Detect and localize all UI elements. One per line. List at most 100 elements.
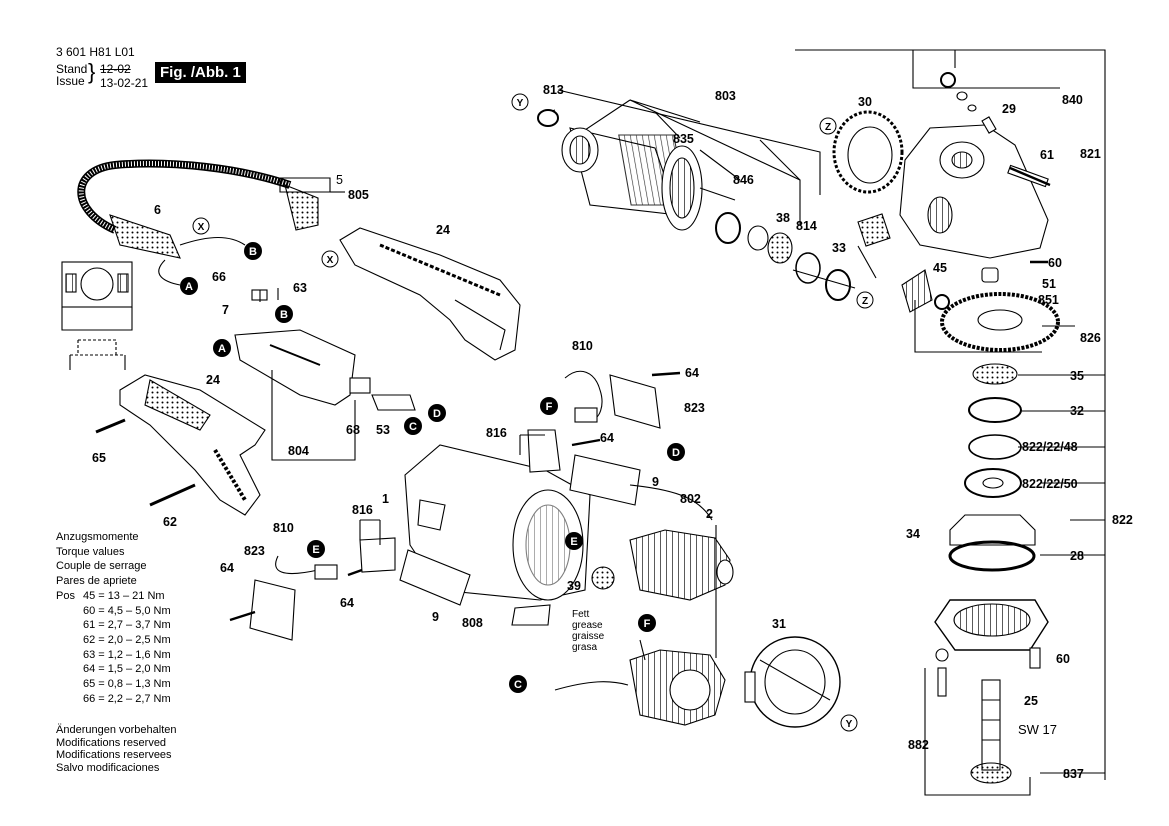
callout-y: Y: [840, 714, 858, 732]
part-number: 65: [92, 451, 106, 465]
part-number: 851: [1038, 293, 1059, 307]
part-number: 51: [1042, 277, 1056, 291]
part-number: 60: [1056, 652, 1070, 666]
table-row: 66= 2,2 – 2,7 Nm: [56, 692, 174, 707]
callout-a: A: [213, 339, 231, 357]
callout-y: Y: [511, 93, 529, 111]
torque-heading-en: Torque values: [56, 545, 125, 558]
part-number: 2: [706, 507, 713, 521]
torque-range: 0,8 – 1,3 Nm: [107, 678, 171, 691]
callout-d: D: [428, 404, 446, 422]
svg-text:F: F: [644, 618, 651, 630]
part-number: 34: [906, 527, 920, 541]
part-number: 840: [1062, 93, 1083, 107]
torque-range: 2,7 – 3,7 Nm: [107, 619, 171, 632]
part-number: 53: [376, 423, 390, 437]
svg-text:F: F: [546, 401, 553, 413]
torque-range: 2,0 – 2,5 Nm: [107, 633, 171, 646]
grease-note: Fett: [572, 609, 589, 620]
switch-module: [234, 289, 416, 461]
torque-pos: 60: [83, 604, 96, 617]
torque-heading-fr: Couple de serrage: [56, 560, 147, 573]
new-date: 13-02-21: [100, 76, 149, 90]
svg-text:A: A: [185, 281, 193, 293]
callout-a: A: [180, 277, 198, 295]
gear-housing: [899, 124, 1049, 259]
svg-text:E: E: [312, 544, 319, 556]
part-number: 31: [772, 617, 786, 631]
grease-note: grasa: [572, 642, 597, 653]
part-number: 823: [684, 401, 705, 415]
part-number: 837: [1063, 767, 1084, 781]
part-number: 826: [1080, 331, 1101, 345]
torque-range: 1,5 – 2,0 Nm: [107, 663, 171, 676]
handle-half-lower: [119, 374, 266, 516]
callout-f: F: [540, 397, 558, 415]
svg-text:B: B: [280, 309, 288, 321]
part-number: 66: [212, 270, 226, 284]
part-number: 810: [572, 339, 593, 353]
part-number: 813: [543, 83, 564, 97]
table-row: 63= 1,2 – 1,6 Nm: [56, 648, 174, 663]
table-row: 62= 2,0 – 2,5 Nm: [56, 633, 174, 648]
brace-glyph: }: [88, 59, 96, 84]
part-number: 35: [1070, 369, 1084, 383]
torque-range: 13 – 21 Nm: [107, 589, 165, 602]
issue-label: Issue: [56, 74, 85, 88]
grease-note: graisse: [572, 631, 605, 642]
part-number: 7: [222, 303, 229, 317]
part-number: 24: [436, 223, 450, 237]
fan-baffle: [744, 636, 841, 728]
document-number: 3 601 H81 L01: [56, 45, 135, 59]
part-number: 6: [154, 203, 161, 217]
part-number: 29: [1002, 102, 1016, 116]
callout-b: B: [275, 305, 293, 323]
svg-text:E: E: [570, 536, 577, 548]
part-number: 822/22/48: [1022, 440, 1078, 454]
torque-range: 2,2 – 2,7 Nm: [107, 692, 171, 705]
torque-range: 1,2 – 1,6 Nm: [107, 648, 171, 661]
torque-table: Pos 45= 13 – 21 Nm 60= 4,5 – 5,0 Nm 61= …: [56, 589, 174, 707]
torque-pos: 61: [83, 619, 96, 632]
part-number: 33: [832, 241, 846, 255]
svg-text:X: X: [327, 255, 334, 266]
mods-es: Salvo modificaciones: [56, 761, 160, 774]
torque-pos: 66: [83, 692, 96, 705]
part-number: 38: [776, 211, 790, 225]
table-row: 64= 1,5 – 2,0 Nm: [56, 662, 174, 677]
modifications-notice: Änderungen vorbehalten Modifications res…: [56, 724, 176, 774]
torque-heading-es: Pares de apriete: [56, 575, 137, 588]
armature: [537, 109, 736, 231]
part-number: 9: [652, 475, 659, 489]
bevel-gear: [832, 110, 904, 194]
part-number: 39: [567, 579, 581, 593]
torque-pos: 62: [83, 633, 96, 646]
mods-fr: Modifications reservees: [56, 749, 172, 761]
svg-text:B: B: [249, 246, 257, 258]
callout-c: C: [404, 417, 422, 435]
svg-text:X: X: [198, 222, 205, 233]
part-number: 64: [220, 561, 234, 575]
callout-b: B: [244, 242, 262, 260]
old-date: 12-02: [100, 62, 131, 76]
part-number: 810: [273, 521, 294, 535]
part-number: 60: [1048, 256, 1062, 270]
field-coil-upper: [629, 529, 734, 601]
part-number: 62: [163, 515, 177, 529]
svg-text:D: D: [433, 408, 441, 420]
part-number: 32: [1070, 404, 1084, 418]
part-number: 9: [432, 610, 439, 624]
svg-text:Y: Y: [846, 719, 853, 730]
callout-z: Z: [819, 117, 837, 135]
handle-half-upper: [339, 227, 521, 361]
field-coil-lower: [629, 649, 726, 726]
torque-pos: 63: [83, 648, 96, 661]
table-row: Pos 45= 13 – 21 Nm: [56, 589, 174, 604]
stand-label: Stand: [56, 62, 88, 76]
pos-label: Pos: [56, 589, 75, 602]
part-number: 68: [346, 423, 360, 437]
table-row: 60= 4,5 – 5,0 Nm: [56, 604, 174, 619]
callout-x: X: [321, 250, 339, 268]
part-number: 25: [1024, 694, 1038, 708]
